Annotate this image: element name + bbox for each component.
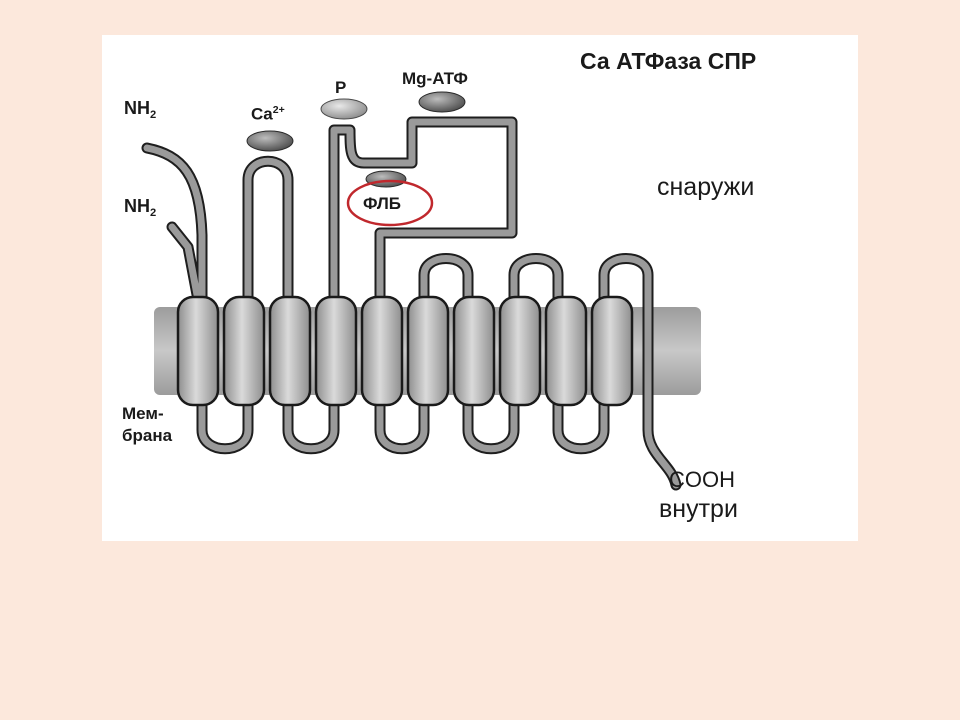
calcium-binding-site bbox=[246, 130, 294, 152]
transmembrane-helices bbox=[176, 295, 634, 407]
calcium-label: Ca2+ bbox=[251, 104, 285, 124]
helix-9 bbox=[544, 295, 588, 407]
cooh-label: COOH bbox=[669, 467, 735, 492]
mg-atp-label: Mg-АТФ bbox=[402, 69, 468, 88]
nh2-top-base: NH bbox=[124, 98, 150, 118]
nh2-bottom-base: NH bbox=[124, 196, 150, 216]
phosphate-label: P bbox=[335, 78, 347, 97]
phosphorylation-site bbox=[320, 98, 368, 120]
nh2-top-sub: 2 bbox=[150, 108, 157, 121]
calcium-base: Ca bbox=[251, 104, 273, 124]
calcium-charge: 2+ bbox=[272, 104, 285, 116]
nh2-top-label: NH2 bbox=[124, 99, 156, 121]
inside-label: внутри bbox=[659, 495, 738, 523]
helix-10 bbox=[590, 295, 634, 407]
outside-label: снаружи bbox=[657, 173, 755, 201]
helix-7 bbox=[452, 295, 496, 407]
helix-4 bbox=[314, 295, 358, 407]
membrane-label-line2: брана bbox=[122, 426, 173, 445]
phospholamban-highlight-circle bbox=[346, 179, 434, 227]
mg-atp-binding-site bbox=[418, 91, 466, 113]
helix-6 bbox=[406, 295, 450, 407]
diagram-title: Са АТФаза СПР bbox=[580, 48, 757, 74]
membrane-label-line1: Мем- bbox=[122, 404, 164, 423]
nh2-bottom-sub: 2 bbox=[150, 206, 157, 219]
helix-5 bbox=[360, 295, 404, 407]
helix-1 bbox=[176, 295, 220, 407]
helix-3 bbox=[268, 295, 312, 407]
phospholamban-blob bbox=[365, 170, 407, 188]
nh2-bottom-label: NH2 bbox=[124, 197, 156, 219]
helix-2 bbox=[222, 295, 266, 407]
phospholamban-label: ФЛБ bbox=[363, 194, 402, 213]
helix-8 bbox=[498, 295, 542, 407]
atpase-topology-diagram bbox=[141, 91, 701, 491]
diagram-panel: Са АТФаза СПР снаружи внутри COOH NH2 NH… bbox=[102, 35, 858, 541]
